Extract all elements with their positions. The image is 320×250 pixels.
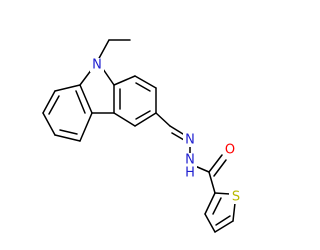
- atom-label-amide-n: N: [185, 153, 195, 168]
- atom-labels: N N N H O S: [90, 58, 243, 205]
- bond-lines: [42, 39, 236, 233]
- molecule-diagram: N N N H O S: [42, 39, 243, 233]
- atom-label-imine-n: N: [185, 133, 195, 148]
- atom-label-thiophene-s: S: [232, 190, 240, 205]
- atom-label-n9: N: [92, 58, 102, 73]
- atom-label-amide-h: H: [185, 166, 195, 181]
- atom-label-carbonyl-o: O: [225, 143, 235, 158]
